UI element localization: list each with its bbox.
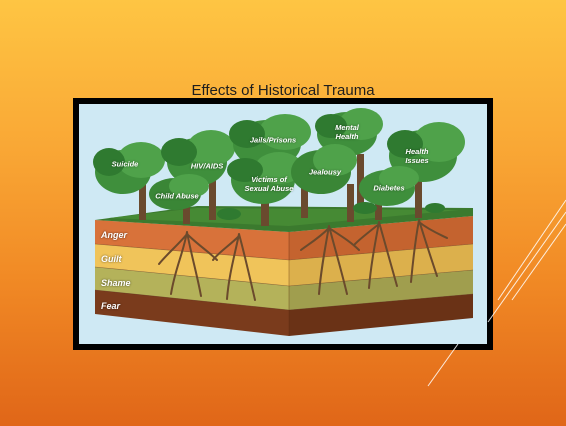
layer-label-guilt: Guilt [101,254,122,264]
layer-label-fear: Fear [101,301,120,311]
tree-label-victims-sexual-abuse: Victims of Sexual Abuse [245,175,294,193]
diagram-panel: Suicide HIV/AIDS Jails/Prisons Mental He… [79,104,487,344]
slide-title: Effects of Historical Trauma [0,82,566,99]
tree-label-suicide: Suicide [112,160,139,169]
tree-label-child-abuse: Child Abuse [155,192,198,201]
layer-label-anger: Anger [101,230,127,240]
tree-label-jealousy: Jealousy [309,168,341,177]
layer-label-shame: Shame [101,278,131,288]
tree-label-jails-prisons: Jails/Prisons [250,136,296,145]
tree-label-health-issues: Health Issues [405,147,428,165]
diagram-frame: Suicide HIV/AIDS Jails/Prisons Mental He… [73,98,493,350]
tree-label-diabetes: Diabetes [373,184,404,193]
tree-label-mental-health: Mental Health [335,123,359,141]
tree-label-hiv-aids: HIV/AIDS [191,162,224,171]
